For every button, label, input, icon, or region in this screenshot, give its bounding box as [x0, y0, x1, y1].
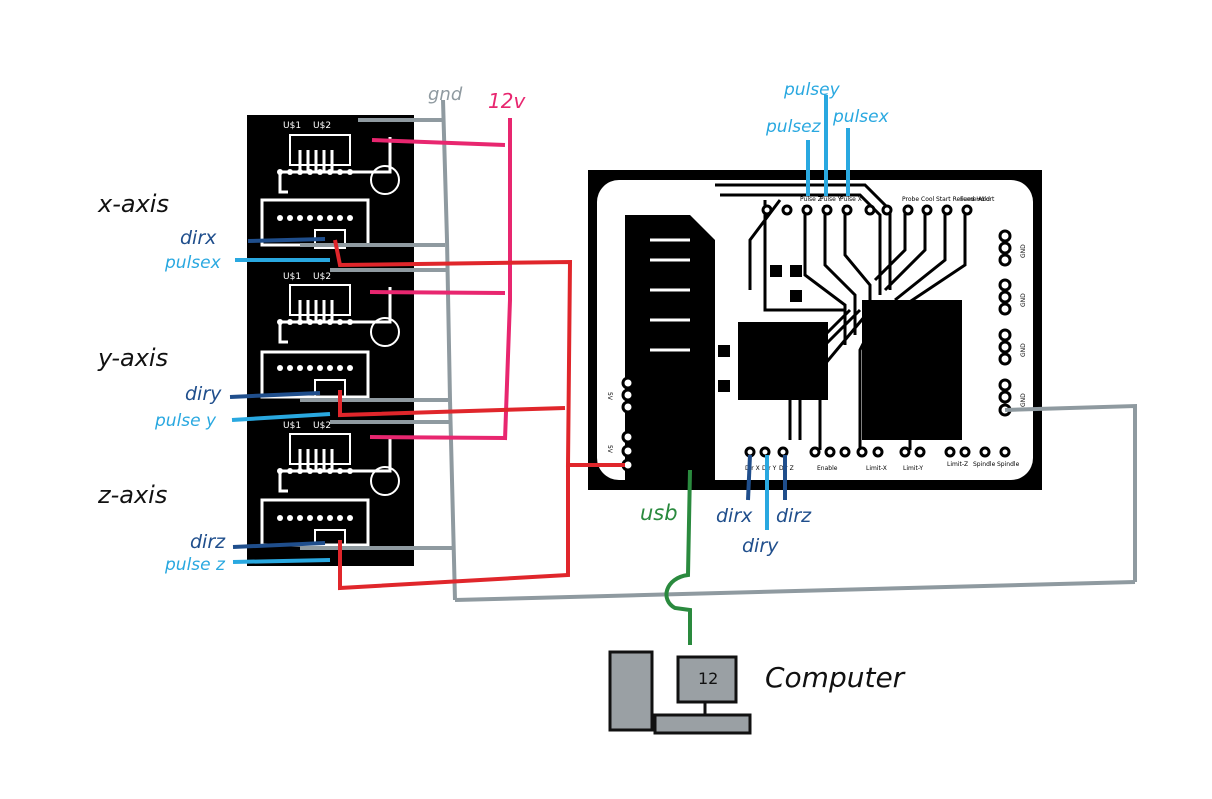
- header-label-dir-y: Dir Y: [762, 465, 777, 472]
- top-header-labels: Pulse Z Pulse Y Pulse X Probe Cool Start…: [800, 196, 995, 203]
- gnd-label: GND: [1020, 293, 1027, 307]
- pulse-label-z: pulse z: [164, 555, 226, 575]
- chip-label: U$1: [283, 272, 301, 282]
- driver-signal-wires: [229, 237, 331, 564]
- 5v-wiring: [333, 239, 625, 591]
- 12v-rail-label: 12v: [488, 89, 526, 113]
- stepper-driver-boards: U$1 U$2 U$1 U$2: [247, 115, 414, 566]
- usb-cable: [664, 469, 692, 645]
- header-label-limit-x: Limit-X: [866, 465, 887, 472]
- dir-wire-label-z: dirz: [776, 505, 812, 527]
- dir-label-z: dirz: [190, 531, 226, 553]
- header-label-limit-z: Limit-Z: [947, 461, 968, 468]
- gnd-label: GND: [1020, 343, 1027, 357]
- chip-label: U$2: [313, 121, 331, 131]
- header-label-limit-y: Limit-Y: [903, 465, 923, 472]
- header-label-dir-x: Dir X: [745, 465, 760, 472]
- header-label-probe: Probe: [902, 196, 919, 203]
- pulse-wire-label-z: pulsez: [765, 117, 822, 137]
- dir-label-x: dirx: [180, 227, 217, 249]
- header-label-spindle: Spindle: [973, 461, 996, 468]
- header-label-pulse-x: Pulse X: [840, 196, 862, 203]
- controller-signal-wires: [746, 95, 850, 530]
- gnd-label: GND: [1020, 244, 1027, 258]
- pulse-wire-label-y: pulsey: [783, 80, 841, 100]
- driver-module-y: U$1 U$2: [260, 272, 400, 399]
- header-label-pulse-z: Pulse Z: [800, 196, 822, 203]
- header-label-feed-hold: Feed Hold: [960, 196, 990, 203]
- gnd-label: GND: [1020, 393, 1027, 407]
- header-label-enable: Enable: [817, 465, 838, 472]
- chip-label: U$1: [283, 121, 301, 131]
- axis-label-y: y-axis: [97, 344, 168, 372]
- gnd-wiring: [300, 99, 1137, 602]
- pulse-label-x: pulsex: [164, 253, 222, 273]
- controller-board: Pulse Z Pulse Y Pulse X Probe Cool Start…: [588, 170, 1042, 490]
- 12v-wiring: [369, 118, 512, 441]
- driver-module-x: U$1 U$2: [260, 121, 400, 249]
- header-label-spindle: Spindle: [997, 461, 1020, 468]
- chip-label: U$2: [313, 272, 331, 282]
- header-label-cool: Cool: [921, 196, 935, 203]
- gnd-rail-label: gnd: [428, 84, 463, 105]
- computer-label: Computer: [765, 661, 906, 694]
- dir-wire-label-x: dirx: [716, 505, 753, 527]
- driver-pcb: [247, 115, 414, 566]
- usb-label: usb: [640, 501, 678, 525]
- svg-text:12: 12: [698, 669, 718, 688]
- pulse-wire-label-x: pulsex: [832, 107, 890, 127]
- chip-label: U$1: [283, 421, 301, 431]
- header-label-pulse-y: Pulse Y: [820, 196, 842, 203]
- 5v-label: 5V: [606, 392, 613, 401]
- pulse-label-y: pulse y: [154, 411, 217, 431]
- axis-label-z: z-axis: [97, 481, 167, 509]
- computer-icon: 12: [608, 650, 752, 735]
- header-label-abort: Abort: [978, 196, 995, 203]
- header-label-start-resume: Start Resume: [936, 196, 977, 203]
- chip-label: U$2: [313, 421, 331, 431]
- 5v-label: 5V: [606, 445, 613, 454]
- dir-wire-label-y: diry: [742, 535, 779, 557]
- dir-label-y: diry: [185, 383, 222, 405]
- axis-label-x: x-axis: [97, 190, 169, 218]
